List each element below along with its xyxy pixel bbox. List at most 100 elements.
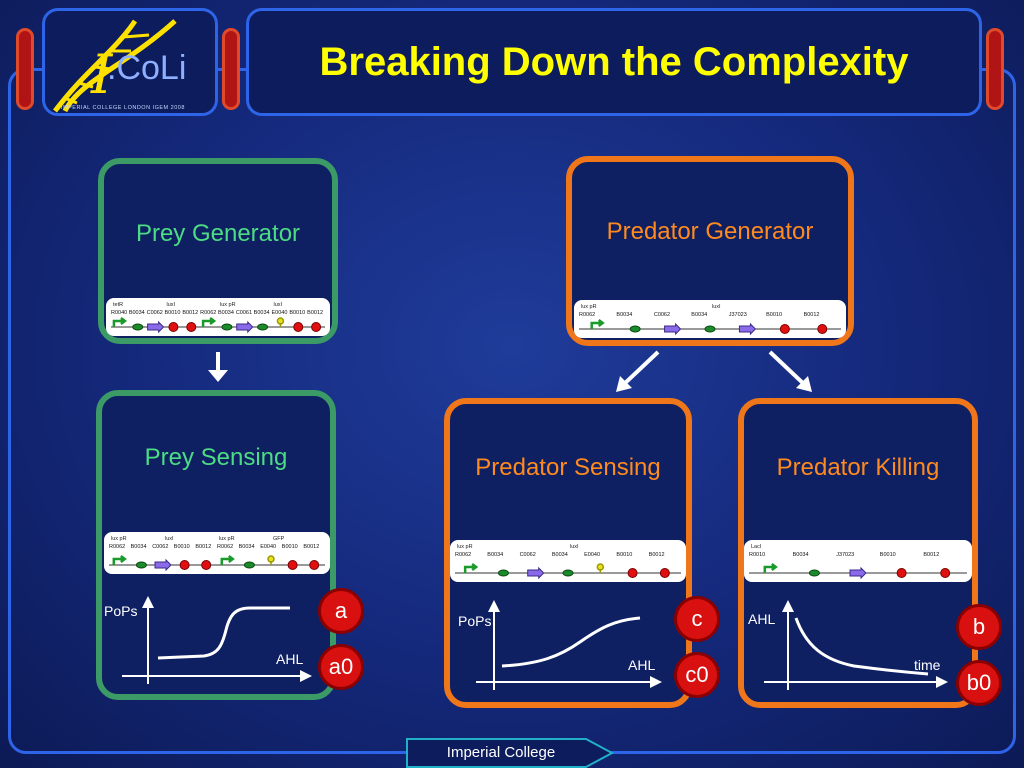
predator-sensing-graph: PoPs AHL <box>458 600 662 690</box>
circuit-top-label: lux pR <box>111 536 127 542</box>
decor-pillar-left-2 <box>222 28 240 110</box>
prey-generator-label: Prey Generator <box>135 220 301 247</box>
promoter-icon <box>112 555 127 565</box>
circuit-top-label: GFP <box>273 536 285 542</box>
circuit-top-label: lux pR <box>581 304 597 310</box>
circuit-part-label: B0010 <box>165 310 181 316</box>
reporter-icon <box>267 555 275 565</box>
circuit-top-label: lux pR <box>220 302 236 308</box>
circuit-part-label: C0062 <box>654 312 670 318</box>
circuit-part-label: B0010 <box>880 552 896 558</box>
terminator-icon <box>817 324 828 334</box>
terminator-icon <box>627 568 638 578</box>
circuit-part-label: B0034 <box>793 552 809 558</box>
circuit-part-label: B0012 <box>195 544 211 550</box>
prey-sensing-xlabel: AHL <box>276 651 303 667</box>
circuit-top-label: luxI <box>712 304 721 310</box>
promoter-icon <box>201 317 217 327</box>
circuit-part-label: C0062 <box>147 310 163 316</box>
circuit-top-label: lux pR <box>457 544 473 550</box>
circuit-part-label: B0010 <box>616 552 632 558</box>
rbs-icon <box>135 561 147 569</box>
logo-text: .CoLi <box>107 49 187 87</box>
terminator-icon <box>186 322 197 332</box>
arrow-down-icon <box>208 352 228 382</box>
circuit-top-label: luxI <box>167 302 176 308</box>
svg-text:I: I <box>90 43 114 106</box>
promoter-icon <box>590 319 605 329</box>
footer-arrow-shape <box>406 738 615 768</box>
coding-sequence-icon <box>147 320 165 334</box>
circuit-part-label: J37023 <box>836 552 854 558</box>
badge-a0: a0 <box>318 644 364 690</box>
circuit-top-label: luxI <box>165 536 174 542</box>
title-box: Breaking Down the Complexity <box>246 8 982 116</box>
circuit-part-label: B0010 <box>766 312 782 318</box>
terminator-icon <box>896 568 907 578</box>
circuit-part-label: B0034 <box>487 552 503 558</box>
predator-sensing-xlabel: AHL <box>628 657 655 673</box>
predator-generator-label: Predator Generator <box>606 218 814 245</box>
circuit-top-label: luxI <box>274 302 283 308</box>
rbs-icon <box>629 325 641 333</box>
predator-sensing-label: Predator Sensing <box>475 454 661 481</box>
circuit-part-label: B0012 <box>182 310 198 316</box>
terminator-icon <box>201 560 212 570</box>
logo-subtitle: IMPERIAL COLLEGE LONDON IGEM 2008 <box>61 105 185 111</box>
circuit-part-label: B0034 <box>254 310 270 316</box>
slide-title: Breaking Down the Complexity <box>319 39 909 84</box>
arrow-down-left-icon <box>616 350 660 392</box>
terminator-icon <box>311 322 322 332</box>
promoter-icon <box>463 563 479 573</box>
predator-killing-label: Predator Killing <box>776 454 940 481</box>
terminator-icon <box>287 560 298 570</box>
circuit-part-label: E0040 <box>584 552 600 558</box>
promoter-icon <box>112 317 128 327</box>
terminator-icon <box>940 568 951 578</box>
circuit-part-label: B0034 <box>691 312 707 318</box>
rbs-icon <box>808 569 820 577</box>
circuit-part-label: B0012 <box>649 552 665 558</box>
decor-pillar-left-1 <box>16 28 34 110</box>
rbs-icon <box>243 561 255 569</box>
prey-sensing-label: Prey Sensing <box>144 444 288 471</box>
rbs-icon <box>497 569 509 577</box>
circuit-part-label: J37023 <box>729 312 747 318</box>
coding-sequence-icon <box>527 566 545 580</box>
circuit-top-label: LacI <box>751 544 762 550</box>
rbs-icon <box>221 323 233 331</box>
rbs-icon <box>704 325 716 333</box>
circuit-part-label: R0062 <box>579 312 595 318</box>
coding-sequence-icon <box>849 566 867 580</box>
circuit-part-label: B0034 <box>239 544 255 550</box>
circuit-part-label: B0034 <box>129 310 145 316</box>
footer-label: Imperial College <box>446 744 556 761</box>
circuit-part-label: B0012 <box>804 312 820 318</box>
coding-sequence-icon <box>664 322 682 336</box>
dna-helix-icon: I <box>53 19 177 113</box>
circuit-part-label: B0010 <box>174 544 190 550</box>
circuit-part-label: B0012 <box>307 310 323 316</box>
circuit-top-label: lux pR <box>219 536 235 542</box>
badge-c0: c0 <box>674 652 720 698</box>
badge-b0: b0 <box>956 660 1002 706</box>
circuit-part-label: C0061 <box>236 310 252 316</box>
coding-sequence-icon <box>154 558 172 572</box>
rbs-icon <box>562 569 574 577</box>
circuit-part-label: C0062 <box>520 552 536 558</box>
terminator-icon <box>779 324 790 334</box>
decor-pillar-right <box>986 28 1004 110</box>
prey-sensing-graph: PoPs AHL <box>104 596 312 684</box>
predator-killing-xlabel: time <box>914 657 941 673</box>
terminator-icon <box>659 568 670 578</box>
circuit-part-label: R0062 <box>109 544 125 550</box>
circuit-top-label: tetR <box>113 302 123 308</box>
